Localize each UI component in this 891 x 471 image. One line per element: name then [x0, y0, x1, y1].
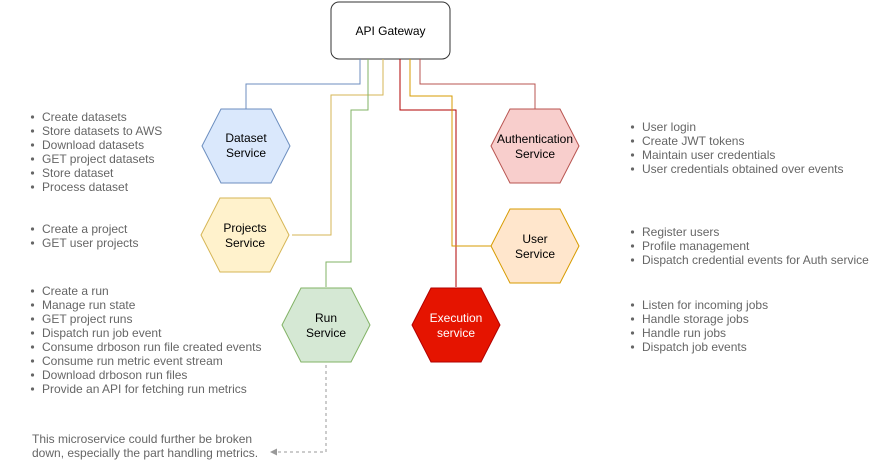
bullet-dot	[30, 345, 35, 349]
bullet-dot	[30, 185, 35, 189]
auth-bullet-item: User login	[642, 120, 696, 134]
connector-dataset	[245, 59, 361, 109]
bullet-dot	[630, 244, 635, 248]
dataset-bullet-item: Store dataset	[42, 166, 114, 180]
run-bullet-item: Consume run metric event stream	[42, 354, 223, 368]
user-service-hexagon[interactable]	[490, 208, 580, 284]
bullet-dot	[30, 171, 35, 175]
bullet-dot	[30, 115, 35, 119]
user-service-label-1: User	[522, 232, 547, 246]
execution-bullet-item: Dispatch job events	[642, 340, 747, 354]
dataset-service-label-1: Dataset	[225, 131, 267, 145]
bullet-dot	[30, 317, 35, 321]
auth-service-label-2: Service	[515, 147, 555, 161]
dataset-bullet-item: GET project datasets	[42, 152, 155, 166]
bullet-dot	[630, 125, 635, 129]
bullet-dot	[630, 139, 635, 143]
user-bullet-item: Register users	[642, 225, 719, 239]
dataset-service-hexagon[interactable]	[201, 108, 291, 184]
execution-bullet-item: Handle run jobs	[642, 326, 726, 340]
dataset-service-label-2: Service	[226, 146, 266, 160]
run-bullet-item: Download drboson run files	[42, 368, 187, 382]
api-gateway-label: API Gateway	[355, 24, 425, 38]
auth-service-hexagon[interactable]	[490, 108, 580, 184]
connector-user	[409, 59, 491, 247]
projects-service-label-1: Projects	[223, 221, 266, 235]
bullet-dot	[30, 289, 35, 293]
user-service-label-2: Service	[515, 247, 555, 261]
projects-bullet-item: GET user projects	[42, 236, 138, 250]
bullet-dot	[30, 359, 35, 363]
bullet-dot	[630, 153, 635, 157]
run-bullet-item: Provide an API for fetching run metrics	[42, 382, 247, 396]
bullet-dot	[630, 303, 635, 307]
connector-projects	[292, 59, 384, 236]
bullet-dot	[630, 345, 635, 349]
bullet-dot	[30, 373, 35, 377]
bullet-dot	[30, 129, 35, 133]
run-bullet-item: GET project runs	[42, 312, 132, 326]
bullet-dot	[30, 241, 35, 245]
execution-service-hexagon[interactable]	[411, 287, 501, 363]
dataset-bullet-item: Process dataset	[42, 180, 129, 194]
dataset-bullet-item: Download datasets	[42, 138, 144, 152]
auth-service-label-1: Authentication	[497, 132, 573, 146]
run-service-label-1: Run	[315, 311, 337, 325]
execution-bullet-item: Listen for incoming jobs	[642, 298, 768, 312]
bullet-dot	[30, 143, 35, 147]
run-service-hexagon[interactable]	[281, 287, 371, 363]
execution-service-label-2: service	[437, 326, 475, 340]
bullet-dot	[630, 167, 635, 171]
auth-bullet-item: Create JWT tokens	[642, 134, 744, 148]
bullet-dot	[30, 303, 35, 307]
bullet-dot	[630, 230, 635, 234]
note-line-1: This microservice could further be broke…	[32, 432, 252, 446]
user-bullet-item: Dispatch credential events for Auth serv…	[642, 253, 869, 267]
note-line-2: down, especially the part handling metri…	[32, 446, 258, 460]
projects-service-label-2: Service	[225, 236, 265, 250]
bullet-dot	[30, 387, 35, 391]
bullet-dot	[30, 331, 35, 335]
bullet-dot	[630, 258, 635, 262]
connector-run	[325, 59, 369, 287]
dataset-bullet-item: Create datasets	[42, 110, 127, 124]
bullet-dot	[630, 331, 635, 335]
auth-bullet-item: Maintain user credentials	[642, 148, 775, 162]
run-bullet-item: Consume drboson run file created events	[42, 340, 261, 354]
dataset-bullet-item: Store datasets to AWS	[42, 124, 162, 138]
execution-service-label-1: Execution	[430, 311, 483, 325]
connector-execution	[399, 59, 457, 287]
run-service-label-2: Service	[306, 326, 346, 340]
projects-bullet-item: Create a project	[42, 222, 128, 236]
bullet-dot	[30, 227, 35, 231]
run-bullet-item: Manage run state	[42, 298, 136, 312]
note-pointer-dashed	[276, 365, 327, 453]
note-arrowhead	[270, 448, 277, 456]
run-bullet-item: Create a run	[42, 284, 109, 298]
api-gateway-box[interactable]	[330, 1, 451, 60]
auth-bullet-item: User credentials obtained over events	[642, 162, 843, 176]
user-bullet-item: Profile management	[642, 239, 750, 253]
connector-auth	[419, 59, 536, 109]
bullet-dot	[630, 317, 635, 321]
run-bullet-item: Dispatch run job event	[42, 326, 162, 340]
projects-service-hexagon[interactable]	[200, 197, 290, 273]
bullet-dot	[30, 157, 35, 161]
execution-bullet-item: Handle storage jobs	[642, 312, 749, 326]
